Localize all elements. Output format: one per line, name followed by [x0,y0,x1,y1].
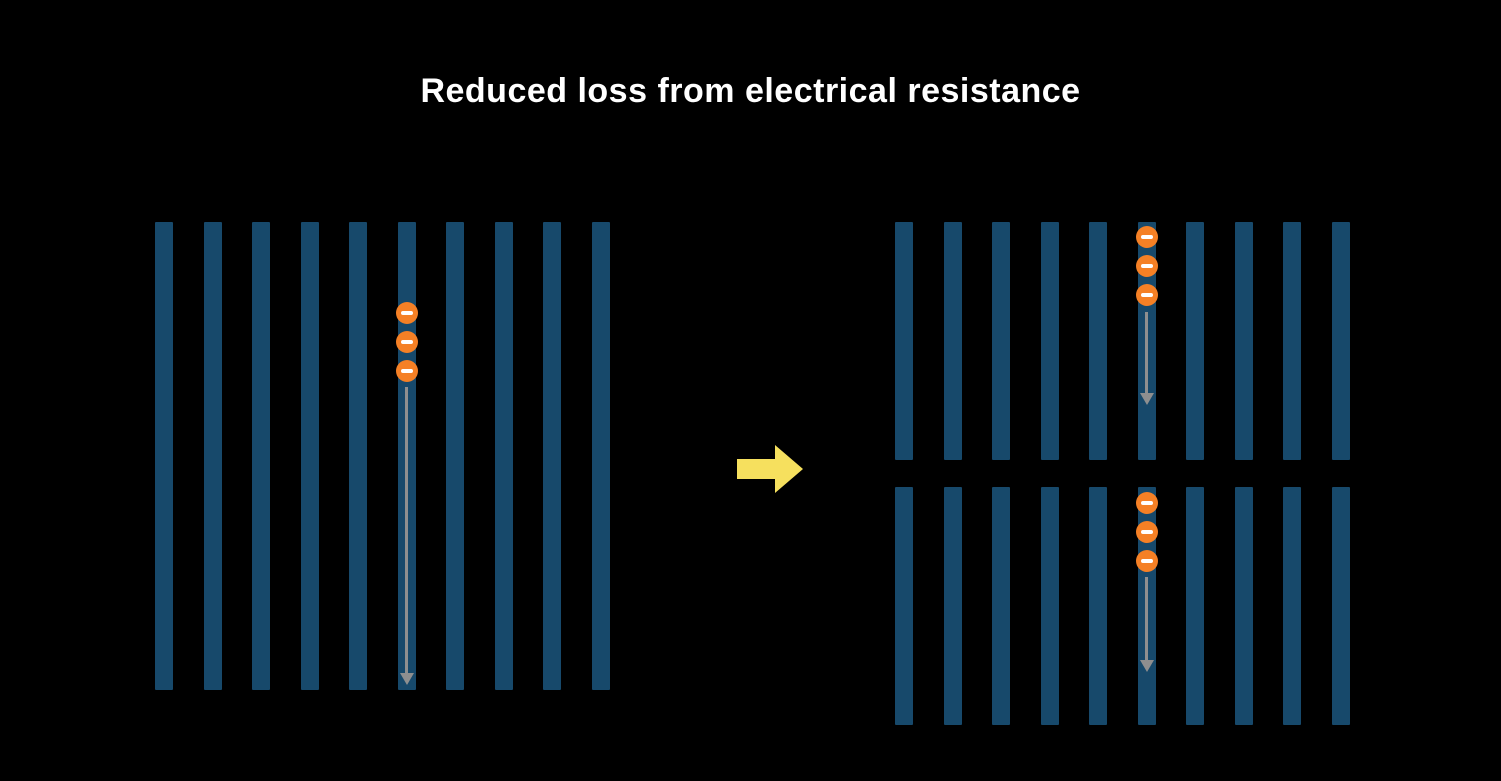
electron-minus-icon [1135,255,1158,277]
right-arrow-icon [737,445,803,493]
electron-minus-icon [1135,284,1158,306]
current-flow-arrow-line [405,387,409,675]
conductor-bar [592,222,610,690]
panel-split-cell-bottom [895,487,1350,725]
conductor-bar [203,222,222,690]
conductor-bar [895,487,913,725]
minus-icon [400,340,413,344]
conductor-bar [252,222,271,690]
panel-split-cell-top [895,222,1350,460]
current-flow-arrow-head [1139,393,1154,405]
electron-minus-icon [395,302,418,324]
conductor-bar [300,222,319,690]
conductor-bar [494,222,513,690]
conductor-bar [349,222,368,690]
conductor-bar [1186,222,1205,460]
minus-icon [1140,559,1153,563]
conductor-bar [1332,487,1350,725]
electron-minus-icon [395,360,418,382]
panel-single-cell [155,222,610,690]
conductor-bar [992,222,1011,460]
conductor-bar [1040,222,1059,460]
conductor-bar [1089,222,1108,460]
conductor-bar [992,487,1011,725]
minus-icon [1140,293,1153,297]
conductor-bar [1089,487,1108,725]
conductor-bar [543,222,562,690]
minus-icon [400,311,413,315]
conductor-bar [1283,487,1302,725]
current-flow-arrow-head [399,673,414,685]
conductor-bar [1186,487,1205,725]
conductor-bar [1283,222,1302,460]
current-flow-arrow-line [1145,312,1149,395]
conductor-bar [446,222,465,690]
conductor-bar [155,222,173,690]
conductor-bar [895,222,913,460]
minus-icon [1140,235,1153,239]
conductor-bar [1332,222,1350,460]
conductor-bar [1234,222,1253,460]
electron-minus-icon [1135,492,1158,514]
electron-minus-icon [1135,550,1158,572]
minus-icon [1140,501,1153,505]
conductor-bar [1234,487,1253,725]
electron-minus-icon [395,331,418,353]
electron-minus-icon [1135,226,1158,248]
conductor-bar [1040,487,1059,725]
current-flow-arrow-head [1139,660,1154,672]
conductor-bar [943,222,962,460]
electron-minus-icon [1135,521,1158,543]
minus-icon [400,369,413,373]
page-title: Reduced loss from electrical resistance [420,72,1081,110]
current-flow-arrow-line [1145,577,1149,662]
minus-icon [1140,264,1153,268]
conductor-bar [943,487,962,725]
minus-icon [1140,530,1153,534]
